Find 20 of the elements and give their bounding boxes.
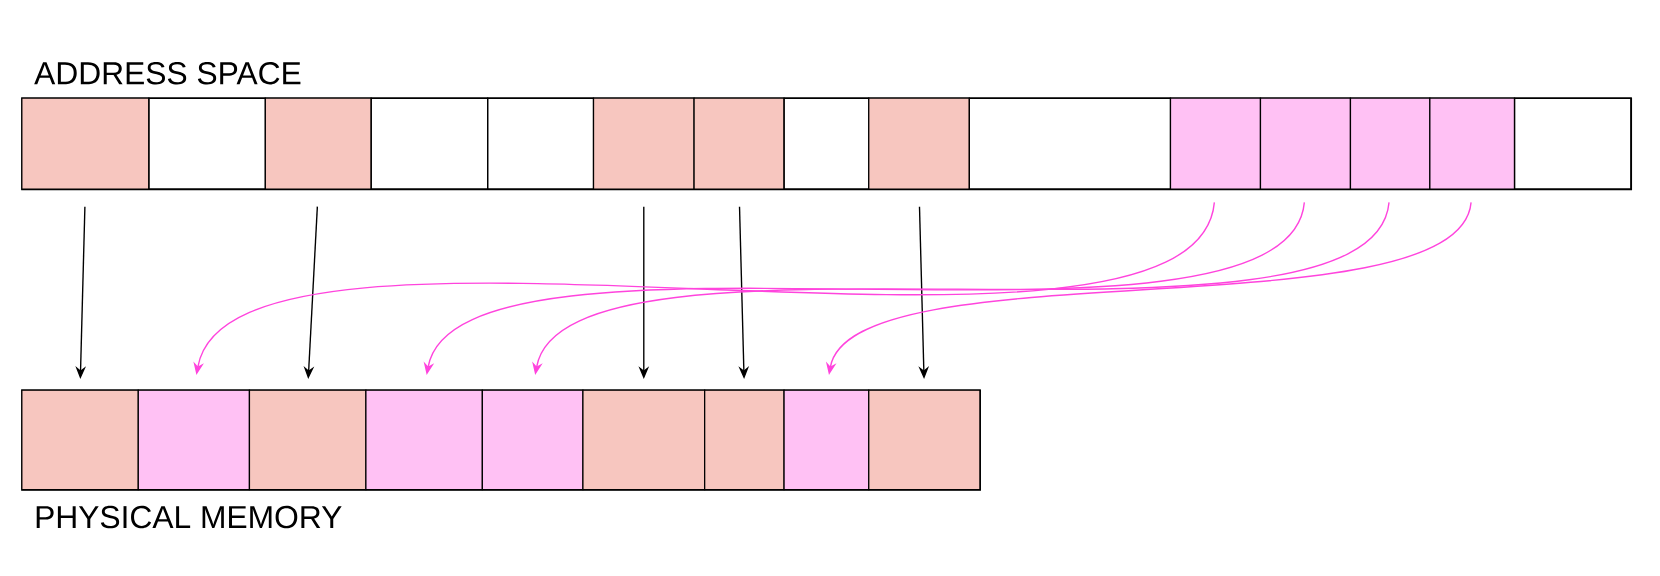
memory-page xyxy=(365,389,483,491)
memory-page xyxy=(868,97,970,190)
memory-page xyxy=(592,97,695,190)
memory-page xyxy=(704,389,785,491)
memory-page xyxy=(1259,97,1352,190)
strip-title: ADDRESS SPACE xyxy=(34,62,301,85)
memory-page xyxy=(137,389,251,491)
memory-page xyxy=(1169,97,1262,190)
memory-page xyxy=(1429,97,1516,190)
memory-page xyxy=(21,389,139,491)
memory-page xyxy=(693,97,785,190)
memory-page xyxy=(481,389,584,491)
memory-page xyxy=(21,97,150,190)
memory-page xyxy=(248,389,367,491)
memory-page xyxy=(1349,97,1431,190)
memory-page xyxy=(868,389,981,491)
memory-page xyxy=(582,389,706,491)
memory-page xyxy=(783,389,870,491)
strip-title: PHYSICAL MEMORY xyxy=(36,505,342,529)
memory-page xyxy=(264,97,372,190)
